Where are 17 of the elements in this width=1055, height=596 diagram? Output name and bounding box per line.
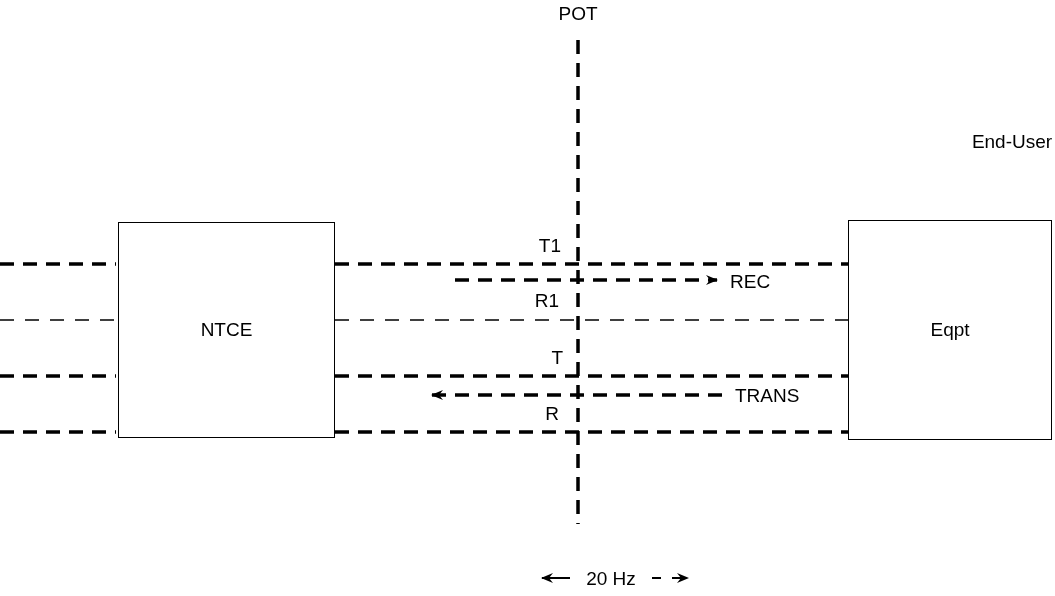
box-label: Eqpt [930,319,970,341]
signal-label: REC [730,272,771,291]
party-label: End-User [971,132,1053,151]
boundary-label: POT [558,4,598,23]
box-label: NTCE [200,319,253,341]
equipment-box [848,220,1052,440]
signal-label: TRANS [735,386,800,405]
wire-line [335,374,848,378]
edge-label: R1 [533,291,560,310]
edge-label: T [550,348,564,367]
edge-label: R [544,404,560,423]
edge-label: T1 [537,236,562,255]
wire-line [334,319,849,321]
dimension-label: 20 Hz [586,569,636,588]
wire-line [335,262,848,266]
wire-line [335,430,848,434]
equipment-box [118,222,335,438]
